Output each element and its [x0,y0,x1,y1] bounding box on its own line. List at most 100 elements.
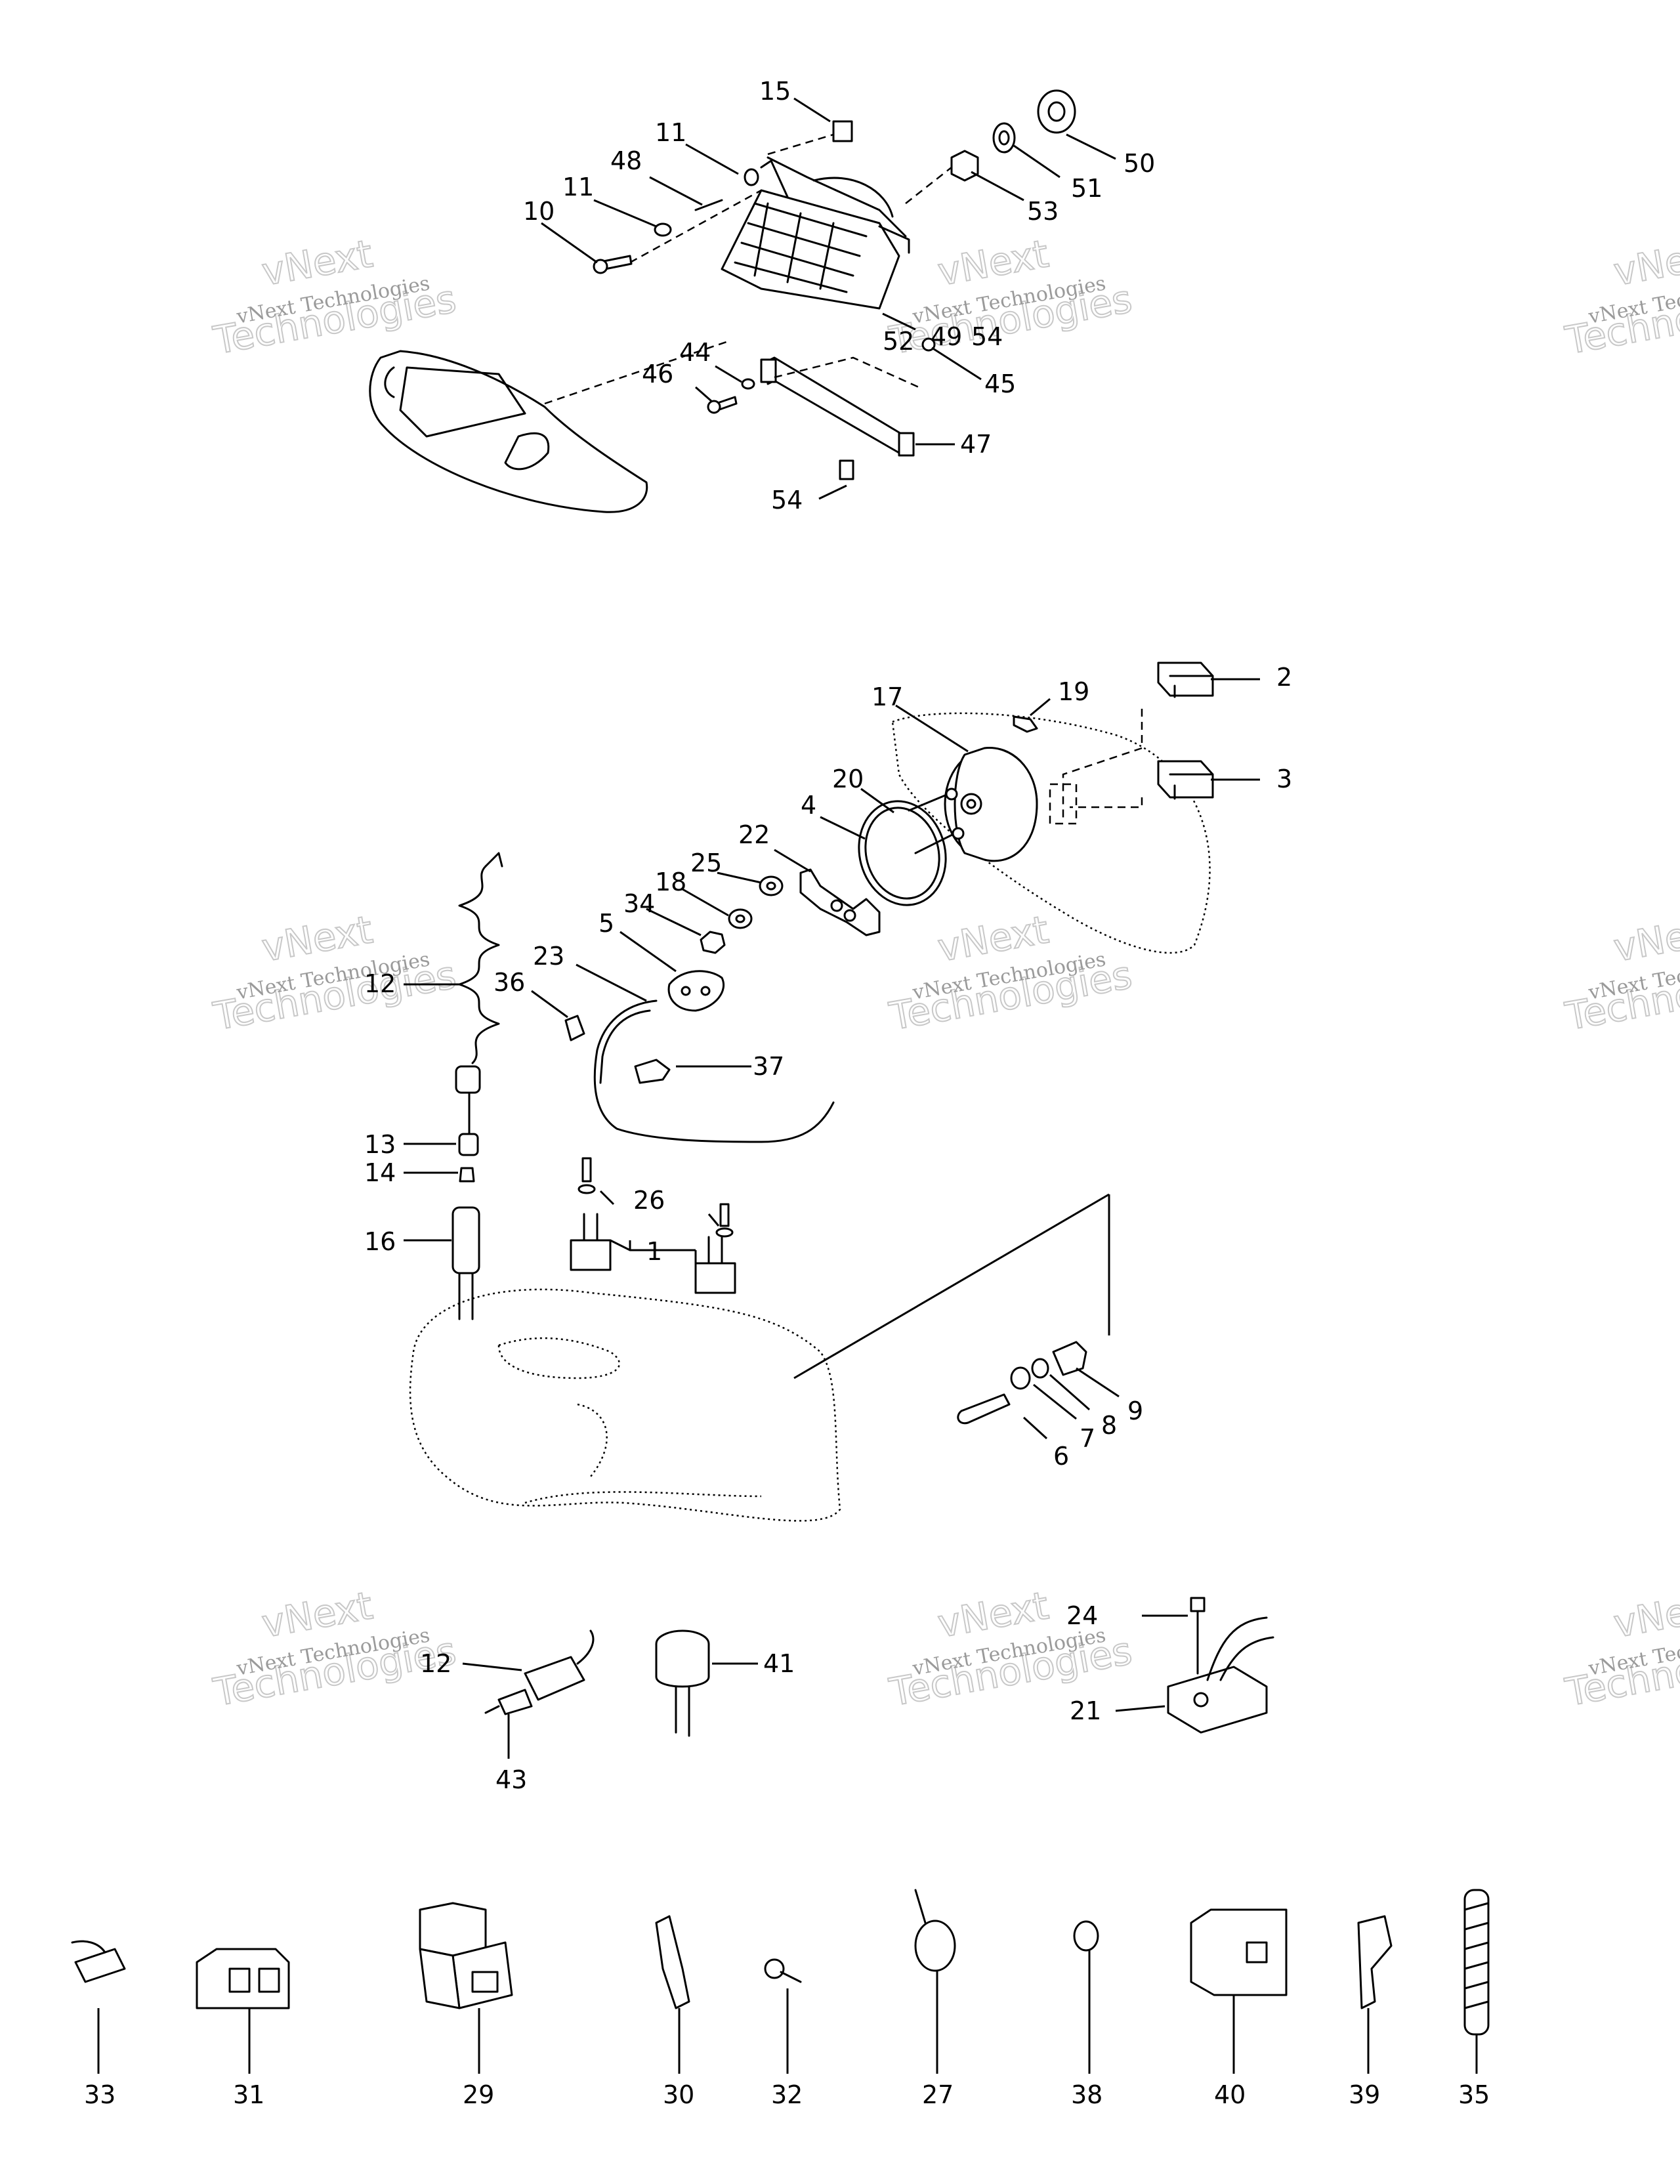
connector-12 [455,1065,481,1094]
speedometer [908,747,1038,862]
nut-51 [992,122,1016,154]
watermark-line1: vNext [1610,1583,1680,1646]
callout-7: 7 [1080,1424,1095,1453]
callout-49: 49 [931,322,962,351]
switch-1b [694,1262,736,1294]
watermark-2: vNext Technologies vNext Technologies [885,230,1136,364]
washer-25 [759,875,784,896]
ring-terminal-32 [764,1958,785,1979]
cap-50 [1037,89,1076,134]
callout-16: 16 [364,1227,396,1256]
watermark-3: vNext Technologies vNext Technologies [1561,230,1680,364]
headlamp [721,156,910,310]
connector-31 [196,1948,290,2009]
hull-outline [409,1288,841,1522]
lower-section [409,1133,1110,1522]
regulator-21-hole [1193,1692,1209,1708]
bolt-24 [1190,1597,1206,1612]
hull-curve [577,1403,608,1477]
part-41 [655,1644,710,1688]
screw-10-head [593,259,608,274]
watermark-6: vNext Technologies vNext Technologies [1561,906,1680,1040]
watermark-9: vNext Technologies vNext Technologies [1561,1582,1680,1715]
o-ring-4-inner [864,807,940,900]
screw-26b [719,1203,730,1227]
callout-23: 23 [533,942,564,971]
washer-18-hole [735,914,746,923]
dash-screw-10 [629,189,762,264]
part-43 [497,1689,533,1715]
callout-54a: 54 [971,322,1003,351]
part-7 [1010,1366,1031,1390]
cable-tie-27-tail [914,1889,927,1924]
spring-48 [694,199,723,211]
switch-3 [1157,760,1214,799]
ignition-9 [1052,1341,1087,1376]
callout-11a: 11 [655,118,686,147]
callout-25: 25 [690,849,722,877]
cable-tie-27 [914,1920,956,1972]
callout-labels: 15 11 48 11 10 50 51 53 52 49 54 45 44 4… [84,77,1490,2109]
leader-lines [97,97,1478,2074]
callout-3: 3 [1276,765,1292,793]
callout-38: 38 [1071,2080,1102,2109]
part-42 [524,1656,585,1701]
spring-12 [458,865,500,1064]
callout-40: 40 [1214,2080,1246,2109]
sleeve-35-ribs [1463,1902,1490,2009]
switch-2 [1157,662,1214,697]
dash-53 [905,167,952,204]
o-ring-4 [858,800,947,906]
nut-34 [700,931,726,954]
gauge-section [455,662,1214,1143]
callout-44: 44 [679,338,711,367]
washer-26b [715,1227,734,1238]
callout-14: 14 [364,1158,396,1187]
callout-12b: 12 [420,1649,452,1678]
callout-51: 51 [1071,174,1102,203]
bracket-22-hole2 [843,909,856,922]
callout-53: 53 [1027,197,1059,226]
part-14 [459,1167,475,1183]
console-bezel [369,350,648,513]
callout-39: 39 [1349,2080,1380,2109]
connectors-section [71,1889,1490,2036]
terminal-30 [655,1915,690,2009]
bracket-5-hole [681,986,691,996]
hull-curve2 [524,1491,762,1504]
bezel-dash-line [544,340,729,405]
switch-1b-pins [707,1236,723,1265]
callout-36: 36 [494,968,525,997]
watermark-4: vNext Technologies vNext Technologies [209,906,460,1040]
callout-21: 21 [1070,1696,1101,1725]
regulator-21-wires [1206,1616,1274,1681]
watermark-line1: vNext [1610,907,1680,970]
terminal-39 [1357,1915,1393,2009]
callout-11b: 11 [562,173,594,201]
callout-33: 33 [84,2080,116,2109]
switch-dash [1062,709,1143,820]
key-6 [957,1393,1011,1425]
callout-31: 31 [233,2080,264,2109]
callout-22: 22 [738,820,770,849]
callout-30: 30 [663,2080,694,2109]
bracket-5 [667,970,725,1012]
watermark-8: vNext Technologies vNext Technologies [885,1582,1136,1715]
connector-29-c [419,1948,461,2009]
callout-37: 37 [753,1052,784,1081]
socket-53 [950,150,979,182]
cable-tie-38 [1073,1920,1099,1952]
washer-25-hole [766,881,776,891]
switch-1a-pins [583,1213,598,1242]
part-16 [452,1206,480,1274]
clip-15 [832,120,853,142]
callout-46: 46 [642,360,673,388]
washer-26a [578,1184,596,1194]
connector-29 [419,1902,487,1957]
housing-40 [1190,1908,1288,1996]
spacer-54 [839,459,854,480]
regulator-21 [1167,1666,1268,1734]
spring-12-end [484,852,503,868]
nut-45 [921,337,936,352]
